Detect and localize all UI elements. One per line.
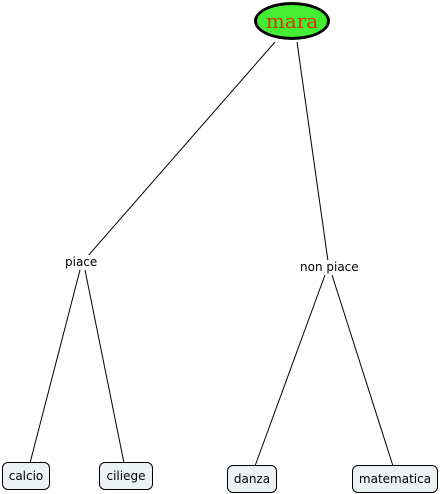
root-concept-label: mara <box>265 9 319 33</box>
connector-root-piace <box>86 41 276 258</box>
concept-label: calcio <box>8 469 44 483</box>
link-label-non-piace: non piace <box>297 260 362 274</box>
connector-non-piace-danza <box>254 274 326 467</box>
link-label-piace: piace <box>62 255 101 269</box>
connector-non-piace-matematica <box>331 274 394 467</box>
connector-piace-calcio <box>29 269 81 464</box>
root-concept-node[interactable]: mara <box>254 2 330 40</box>
concept-node-matematica[interactable]: matematica <box>352 465 438 493</box>
concept-node-danza[interactable]: danza <box>227 465 277 493</box>
concept-label: matematica <box>358 472 432 486</box>
concept-label: danza <box>233 472 271 486</box>
concept-node-calcio[interactable]: calcio <box>2 462 50 490</box>
concept-label: ciliege <box>106 469 146 483</box>
concept-node-ciliege[interactable]: ciliege <box>99 462 153 490</box>
connector-piace-ciliege <box>84 269 125 464</box>
connector-root-non-piace <box>296 41 329 262</box>
